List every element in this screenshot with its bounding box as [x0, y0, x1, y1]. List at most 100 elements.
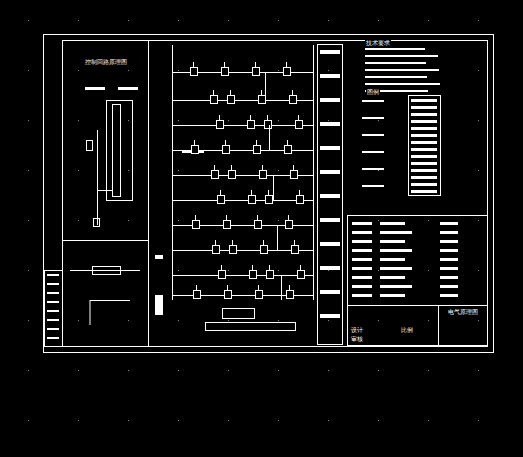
grid-dot: [278, 270, 279, 271]
text-bar: [411, 169, 437, 172]
branch-wire: [273, 175, 274, 200]
text-bar: [411, 176, 437, 179]
text-bar: [47, 337, 59, 339]
title-divider: [438, 305, 439, 345]
grid-dot: [478, 70, 479, 71]
grid-dot: [128, 320, 129, 321]
contact-lead: [213, 90, 214, 95]
grid-dot: [128, 170, 129, 171]
contact-lead: [215, 240, 216, 245]
contact-lead: [227, 285, 228, 290]
text-bar: [440, 285, 458, 288]
contact-lead: [195, 215, 196, 220]
grid-dot: [128, 20, 129, 21]
contact-lead: [263, 240, 264, 245]
text-bar: [440, 249, 458, 252]
label-text: 比例: [400, 327, 414, 334]
text-bar: [411, 155, 437, 158]
grid-dot: [378, 420, 379, 421]
grid-dot: [478, 20, 479, 21]
grid-dot: [278, 370, 279, 371]
grid-dot: [78, 320, 79, 321]
grid-dot: [78, 70, 79, 71]
grid-dot: [178, 270, 179, 271]
grid-dot: [378, 120, 379, 121]
text-bar: [411, 183, 437, 186]
grid-dot: [428, 20, 429, 21]
contact-symbol: [249, 196, 256, 204]
grid-dot: [378, 20, 379, 21]
text-bar: [320, 266, 340, 270]
text-bar: [411, 134, 437, 137]
text-bar: [380, 258, 405, 261]
text-bar: [362, 117, 384, 119]
grid-dot: [428, 220, 429, 221]
contact-symbol: [286, 221, 293, 229]
grid-dot: [178, 420, 179, 421]
text-bar: [365, 83, 440, 85]
contact-lead: [251, 190, 252, 195]
wire: [90, 300, 130, 301]
branch-wire: [277, 225, 278, 250]
contact-symbol: [192, 146, 199, 154]
text-bar: [47, 301, 59, 303]
frames: [44, 35, 494, 353]
contact-symbol: [213, 246, 220, 254]
grid-dot: [328, 70, 329, 71]
contact-symbol: [248, 121, 255, 129]
text-bar: [380, 222, 405, 225]
text-bar: [352, 276, 372, 279]
device-outline: [107, 101, 133, 201]
title-block: [348, 306, 488, 346]
inner-frame: [63, 41, 488, 347]
contact-symbol: [225, 291, 232, 299]
grid-dot: [478, 420, 479, 421]
contact-lead: [219, 115, 220, 120]
grid-dot: [328, 370, 329, 371]
grid-dot: [278, 120, 279, 121]
grid-dot: [278, 20, 279, 21]
grid-dot: [328, 420, 329, 421]
resistor-symbol: [93, 267, 121, 275]
text-bar: [411, 120, 437, 123]
contact-lead: [289, 285, 290, 290]
contact-lead: [288, 215, 289, 220]
node-text: 控制回路原理图: [63, 59, 148, 66]
text-bar: [411, 113, 437, 116]
contact-lead: [220, 190, 221, 195]
text-bar: [440, 267, 458, 270]
title-cell: 电气原理图: [439, 306, 487, 324]
grid-dot: [278, 420, 279, 421]
grid-dot: [478, 170, 479, 171]
text-bar: [85, 87, 105, 90]
grid-dot: [378, 370, 379, 371]
contact-lead: [286, 62, 287, 67]
contact-symbol: [228, 96, 235, 104]
branch-wire: [265, 72, 266, 97]
grid-dot: [228, 420, 229, 421]
contact-symbol: [259, 96, 266, 104]
text-bar: [320, 122, 340, 126]
text-bar: [155, 255, 163, 259]
text-bar: [440, 222, 458, 225]
branch-wire: [281, 275, 282, 300]
text-bar: [411, 99, 437, 102]
contact-symbol: [229, 171, 236, 179]
grid-dot: [378, 220, 379, 221]
contact-symbol: [260, 171, 267, 179]
contact-symbol: [254, 146, 261, 154]
contact-symbol: [193, 221, 200, 229]
contact-lead: [300, 265, 301, 270]
text-bar: [362, 134, 384, 136]
schematic-rungs: [172, 62, 313, 300]
contact-symbol: [255, 221, 262, 229]
grid-dot: [428, 270, 429, 271]
bus-line: [313, 45, 314, 300]
grid-dot: [228, 20, 229, 21]
contact-symbol: [290, 96, 297, 104]
text-bar: [411, 148, 437, 151]
legend-table: [409, 96, 441, 196]
text-bar: [320, 170, 340, 174]
wire: [70, 270, 140, 271]
contact-lead: [293, 165, 294, 170]
